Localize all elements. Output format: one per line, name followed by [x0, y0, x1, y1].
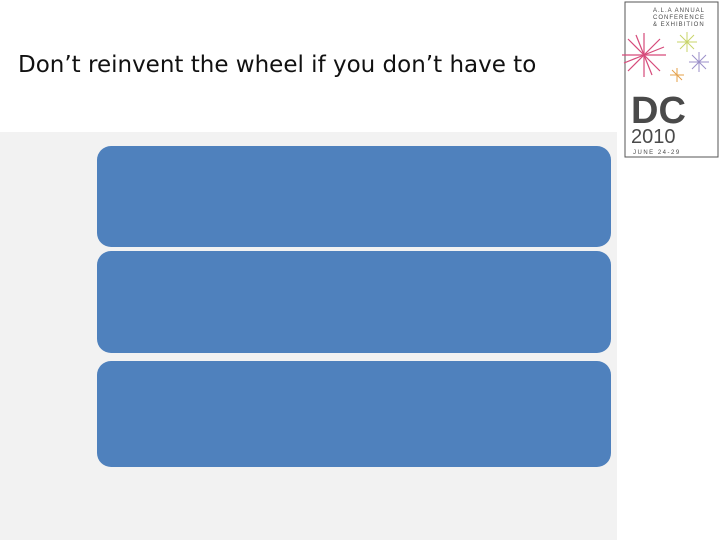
logo-dates: JUNE 24-29 [633, 150, 681, 156]
conference-logo: A.L.A ANNUAL CONFERENCE & EXHIBITION [617, 0, 720, 160]
process-box-2 [97, 251, 611, 353]
slide-title: Don’t reinvent the wheel if you don’t ha… [18, 52, 537, 78]
logo-line3: & EXHIBITION [653, 22, 705, 28]
process-box-1 [97, 146, 611, 247]
fireworks-icon [622, 32, 709, 82]
process-box-3 [97, 361, 611, 467]
logo-line2: CONFERENCE [653, 15, 705, 21]
logo-dc: DC [631, 90, 686, 132]
logo-line1: A.L.A ANNUAL [653, 8, 705, 14]
logo-year: 2010 [631, 126, 676, 148]
